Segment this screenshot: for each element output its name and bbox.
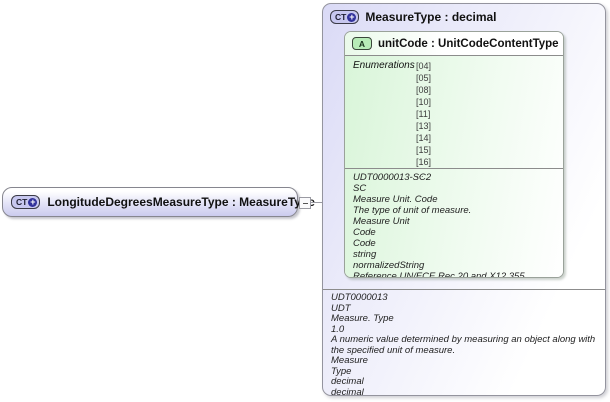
annotation-line: Measure Unit: [353, 216, 410, 227]
attribute-icon: A: [352, 37, 372, 50]
measure-type-header[interactable]: CT + MeasureType : decimal: [323, 4, 605, 24]
annotation-line: Code: [353, 238, 376, 249]
collapse-handle[interactable]: [299, 197, 311, 209]
measure-type-title: MeasureType : decimal: [365, 10, 497, 24]
enumeration-value: [16]: [416, 157, 432, 167]
unit-code-title: unitCode : UnitCodeContentType: [378, 37, 559, 50]
annotation-line: decimal: [331, 386, 364, 398]
complex-type-icon-label: CT: [335, 12, 347, 22]
enumeration-value: [13]: [416, 121, 432, 131]
enumeration-values: [04] [05] [08] [10] [11] [13] [14] [15] [16]...: [416, 60, 432, 179]
complex-type-icon-label: CT: [16, 197, 28, 207]
plus-icon: +: [28, 196, 38, 207]
annotation-line: A numeric value determined by measuring …: [331, 334, 596, 356]
enumeration-value: [11]: [416, 109, 431, 119]
element-longitude-degrees-measure-type[interactable]: CT + LongitudeDegreesMeasureType : Measu…: [2, 187, 315, 217]
enumeration-value: [15]: [416, 145, 432, 155]
measure-type-box: CT + MeasureType : decimal A unitCode : …: [322, 3, 606, 397]
annotation-line: UDT0000013-SC2: [353, 172, 432, 183]
element-title: LongitudeDegreesMeasureType : MeasureTyp…: [47, 195, 315, 209]
annotation-line: 1.0: [331, 323, 345, 335]
annotation-line: Reference UN/ECE Rec 20 and X12 355.: [353, 271, 528, 278]
annotation-line: The type of unit of measure.: [353, 205, 472, 216]
enumeration-value: [04]: [416, 61, 432, 71]
annotation-line: UDT0000013: [331, 292, 388, 303]
annotation-line: Measure. Type: [331, 313, 394, 324]
enumeration-value: ...: [416, 169, 424, 179]
annotation-line: decimal: [331, 376, 364, 387]
plus-icon: +: [347, 11, 357, 22]
complex-type-icon: CT +: [11, 195, 41, 209]
enumeration-value: [08]: [416, 85, 432, 95]
enumerations-label: Enumerations: [353, 60, 415, 71]
complex-type-icon: CT +: [330, 10, 360, 24]
enumeration-value: [05]: [416, 73, 432, 83]
annotation-line: string: [353, 249, 377, 260]
annotation-line: SC: [353, 183, 367, 194]
annotation-line: Code: [353, 227, 376, 238]
annotation-line: UDT: [331, 302, 351, 314]
unit-code-body: Enumerations [04] [05] [08] [10] [11] [13] [14…: [345, 56, 563, 278]
unit-code-header[interactable]: A unitCode : UnitCodeContentType: [345, 32, 563, 56]
minus-icon: [302, 202, 308, 204]
enumeration-value: [10]: [416, 97, 432, 107]
annotation-line: Measure Unit. Code: [353, 194, 438, 205]
unit-code-attribute-box[interactable]: A unitCode : UnitCodeContentType Enumera…: [344, 31, 564, 278]
annotation-line: Type: [331, 365, 352, 377]
enumerations-section: Enumerations [04] [05] [08] [10] [11] [13] [14…: [345, 56, 563, 179]
annotation-line: Measure: [331, 355, 368, 366]
annotation-line: normalizedString: [353, 260, 425, 271]
connector-line: [310, 202, 322, 203]
enumeration-value: [14]: [416, 133, 432, 143]
